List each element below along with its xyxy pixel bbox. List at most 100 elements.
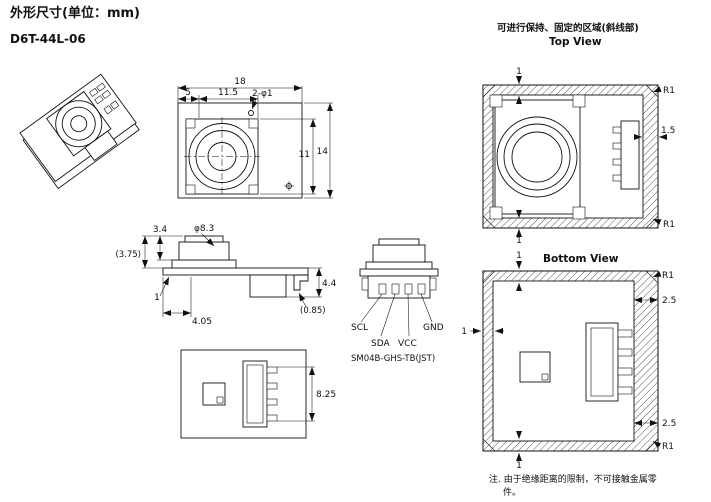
top-connector (620, 120, 640, 190)
pin-label-gnd: GND (423, 323, 444, 333)
pinout-pin-vcc (404, 283, 413, 295)
dim-label-2-5-bottom: 2.5 (662, 419, 676, 429)
dim-label-r1-tr: R1 (663, 86, 675, 96)
pcbb-connector-inner (246, 364, 264, 424)
dim-label-3-4: 3.4 (153, 225, 168, 235)
top-sensor-tab (489, 206, 503, 220)
bottom-connector-inner (590, 327, 614, 397)
leader-vcc (407, 293, 410, 337)
iso-board (19, 73, 137, 183)
pcbb-pin (266, 382, 278, 390)
top-connector-pin (612, 142, 622, 150)
iso-component (94, 95, 104, 105)
dim-label-8-25: 8.25 (316, 390, 336, 400)
bottom-view: Bottom View 1 R1 2.5 1 2.5 R1 1 (461, 251, 676, 471)
dim-label-band-left: 1 (461, 327, 467, 337)
dim-label-18: 18 (234, 77, 246, 87)
front-corner-notch (185, 118, 196, 129)
dim-label-0-85: (0.85) (300, 306, 326, 316)
corner-r (482, 215, 496, 229)
model-number: D6T-44L-06 (10, 32, 86, 46)
leader-scl (360, 293, 383, 323)
front-corner-notch (248, 118, 259, 129)
dim-label-4-05: 4.05 (192, 317, 212, 327)
pin-label-scl: SCL (351, 323, 368, 333)
top-connector-pin (612, 174, 622, 182)
holding-region-note: 可进行保持、固定的区域(斜线部) (497, 22, 639, 34)
pinout-pin-gnd (417, 283, 426, 295)
dim-label-2-5-top: 2.5 (662, 296, 676, 306)
pinout-sensor-flange (365, 261, 433, 270)
pin-label-vcc: VCC (398, 339, 417, 349)
dim-label-11-5: 11.5 (218, 88, 238, 98)
pinout-connector-tab (361, 277, 369, 291)
iso-component (103, 105, 113, 115)
page-title: 外形尺寸(单位：mm) (9, 5, 140, 21)
leader-dia (201, 233, 215, 247)
dim-label-band-bottom: 1 (516, 461, 522, 471)
pinout-pin-sda (391, 283, 400, 295)
pinout-sensor-can (372, 244, 426, 263)
iso-connector (84, 130, 118, 162)
side-board (162, 267, 309, 276)
top-sensor-body (494, 99, 581, 215)
side-sensor-can (178, 241, 230, 261)
corner-r (482, 270, 496, 284)
pinout-pin-scl (378, 283, 387, 295)
top-sensor-tab (572, 206, 586, 220)
corner-r (482, 84, 496, 98)
note-line-1: 注. 由于绝缘距离的限制，不可接触金属零 (489, 473, 657, 485)
dim-label-4-4: 4.4 (322, 279, 337, 289)
bottom-pin (617, 367, 633, 376)
bottom-pin (617, 329, 633, 338)
side-view: 3.4 (3.75) φ8.3 1 4.4 (0.85) 4.05 (115, 224, 336, 327)
pin-label-sda: SDA (371, 339, 390, 349)
header: 外形尺寸(单位：mm) D6T-44L-06 (9, 5, 140, 46)
corner-r (482, 438, 496, 452)
front-corner-notch (248, 184, 259, 195)
connector-part-number: SM04B-GHS-TB(JST) (351, 354, 435, 364)
dim-label-r1-br: R1 (662, 442, 674, 452)
note-line-2: 件。 (503, 486, 521, 498)
top-sensor-tab (572, 94, 586, 108)
front-hole-top (248, 110, 254, 116)
top-lens-mid (503, 123, 571, 191)
top-lens-outer (496, 116, 578, 198)
top-connector-pin (612, 126, 622, 134)
iso-component (101, 89, 112, 99)
top-view-caption: Top View (549, 36, 602, 48)
dim-label-band-top: 1 (516, 67, 522, 77)
side-sensor-cap (184, 235, 224, 243)
bottom-pin (617, 386, 633, 395)
pinout-board (359, 268, 439, 277)
leader-sda (380, 293, 396, 337)
dim-label-band-bottom: 1 (516, 236, 522, 246)
bottom-ic-mark (541, 373, 549, 381)
dim-label-r1-br: R1 (663, 220, 675, 230)
dim-label-14: 14 (317, 147, 329, 157)
corner-r (645, 270, 659, 284)
dim-label-band-right: 1.5 (661, 126, 675, 136)
dim-label-holes: 2-φ1 (252, 89, 273, 99)
side-sensor-flange (171, 259, 237, 269)
dim-label-board-1: 1 (154, 293, 160, 303)
connector-pinout-view: SCL SDA VCC GND SM04B-GHS-TB(JST) (351, 238, 444, 364)
front-corner-notch (185, 184, 196, 195)
top-connector-pin (612, 158, 622, 166)
isometric-view (19, 73, 140, 190)
dim-label-3-75: (3.75) (115, 250, 141, 260)
iso-sensor-aperture (70, 115, 88, 133)
top-sensor-tab (489, 94, 503, 108)
pcbb-pin (266, 414, 278, 422)
iso-sensor-can-mid (61, 106, 96, 141)
top-lens-inner (511, 131, 563, 183)
dim-label-band-top: 1 (516, 251, 522, 261)
top-view: 可进行保持、固定的区域(斜线部) Top View 1 R1 1.5 R1 1 (482, 22, 675, 246)
pcbb-pin (266, 398, 278, 406)
iso-component (89, 87, 99, 97)
dim-label-r1-tr: R1 (662, 271, 674, 281)
pcbb-pin (266, 366, 278, 374)
bottom-pin (617, 348, 633, 357)
